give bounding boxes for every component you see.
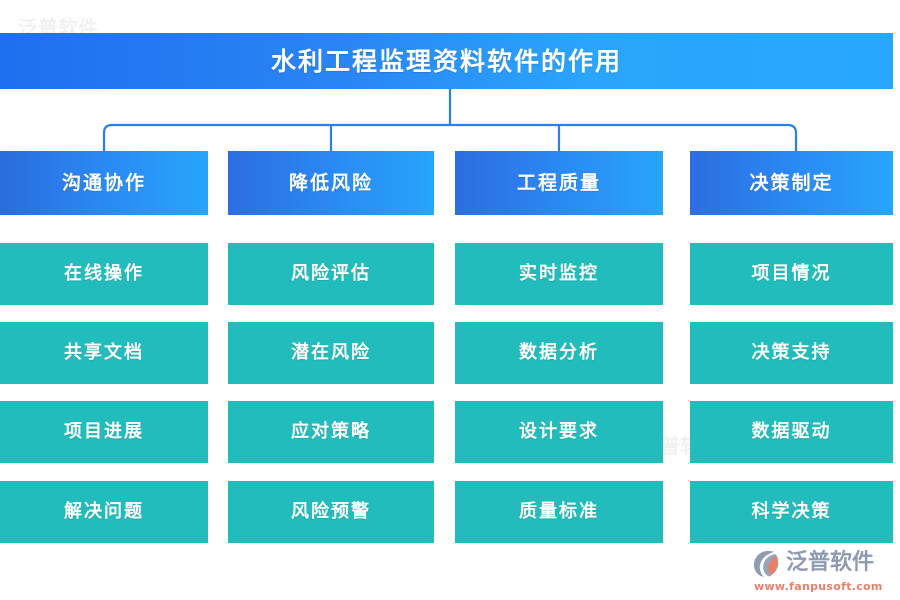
leaf-column-decision-making: 项目情况 决策支持 数据驱动 科学决策 (690, 243, 893, 543)
branch-header-label: 沟通协作 (61, 171, 146, 194)
leaf-grid: 在线操作 共享文档 项目进展 解决问题 风险评估 潜在风险 应对策略 (0, 243, 900, 543)
leaf-item-label: 数据驱动 (751, 421, 832, 442)
leaf-item[interactable]: 风险预警 (228, 481, 434, 543)
leaf-column-risk-reduction: 风险评估 潜在风险 应对策略 风险预警 (228, 243, 434, 543)
branch-header-risk-reduction[interactable]: 降低风险 (228, 151, 434, 215)
leaf-item[interactable]: 风险评估 (228, 243, 434, 305)
branch-header-engineering-quality[interactable]: 工程质量 (455, 151, 663, 215)
diagram-title-text: 水利工程监理资料软件的作用 (270, 46, 622, 76)
connector-horizontal-bus (102, 123, 798, 151)
leaf-item-label: 科学决策 (751, 501, 832, 522)
branch-header-communication[interactable]: 沟通协作 (0, 151, 208, 215)
leaf-item[interactable]: 项目情况 (690, 243, 893, 305)
leaf-item-label: 实时监控 (519, 263, 599, 284)
branch-header-row: 沟通协作 降低风险 工程质量 决策制定 (0, 151, 900, 215)
leaf-item-label: 潜在风险 (291, 342, 371, 363)
leaf-item-label: 设计要求 (519, 421, 599, 442)
leaf-item[interactable]: 项目进展 (0, 401, 208, 463)
brand-name-text: 泛普软件 (786, 550, 875, 575)
brand-logo: 泛普软件 www.fanpusoft.com (752, 548, 898, 594)
leaf-item-label: 数据分析 (519, 342, 599, 363)
leaf-item-label: 风险评估 (291, 263, 371, 284)
leaf-item[interactable]: 应对策略 (228, 401, 434, 463)
brand-logo-row: 泛普软件 (752, 548, 874, 578)
leaf-item-label: 在线操作 (64, 263, 144, 284)
branch-header-label: 工程质量 (516, 171, 601, 194)
leaf-item-label: 解决问题 (64, 501, 144, 522)
branch-header-decision-making[interactable]: 决策制定 (690, 151, 893, 215)
branch-header-label: 决策制定 (749, 171, 834, 194)
leaf-item[interactable]: 潜在风险 (228, 322, 434, 384)
leaf-item[interactable]: 数据分析 (455, 322, 663, 384)
diagram-title-banner: 水利工程监理资料软件的作用 (0, 33, 893, 89)
leaf-item[interactable]: 在线操作 (0, 243, 208, 305)
leaf-item[interactable]: 设计要求 (455, 401, 663, 463)
fanpu-logo-icon (754, 550, 779, 577)
leaf-item[interactable]: 科学决策 (690, 481, 893, 543)
leaf-item-label: 风险预警 (291, 501, 371, 522)
leaf-column-engineering-quality: 实时监控 数据分析 设计要求 质量标准 (455, 243, 663, 543)
leaf-item-label: 项目情况 (751, 263, 832, 284)
brand-url-text: www.fanpusoft.com (754, 580, 883, 593)
leaf-column-communication: 在线操作 共享文档 项目进展 解决问题 (0, 243, 208, 543)
leaf-item-label: 决策支持 (751, 342, 832, 363)
leaf-item[interactable]: 数据驱动 (690, 401, 893, 463)
branch-header-label: 降低风险 (288, 171, 373, 194)
connector-lines (102, 85, 798, 151)
leaf-item-label: 应对策略 (291, 421, 371, 442)
leaf-item[interactable]: 解决问题 (0, 481, 208, 543)
leaf-item-label: 项目进展 (64, 421, 144, 442)
leaf-item[interactable]: 共享文档 (0, 322, 208, 384)
leaf-item[interactable]: 实时监控 (455, 243, 663, 305)
leaf-item[interactable]: 决策支持 (690, 322, 893, 384)
leaf-item-label: 共享文档 (64, 342, 144, 363)
leaf-item-label: 质量标准 (519, 501, 599, 522)
leaf-item[interactable]: 质量标准 (455, 481, 663, 543)
